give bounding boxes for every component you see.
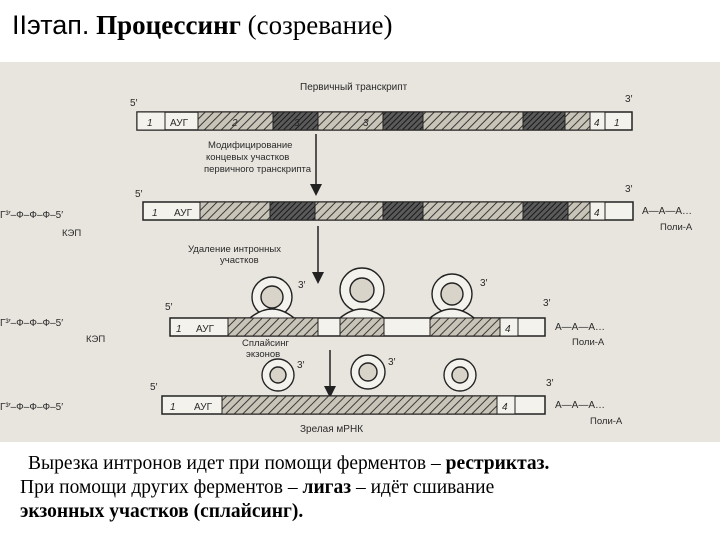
- r3-exon1: 1: [176, 324, 182, 335]
- step3-line2: экзонов: [246, 349, 280, 360]
- r1-exon3a: 3: [294, 118, 300, 129]
- step2-line1: Удаление интронных: [188, 244, 281, 255]
- row3-polya-chain: А—А—А…: [555, 322, 605, 333]
- stage-word: этап.: [27, 10, 90, 40]
- row4-polya-chain: А—А—А…: [555, 400, 605, 411]
- caption-l2-tail: – идёт сшивание: [351, 477, 495, 498]
- primary-transcript-label: Первичный транскрипт: [300, 82, 408, 93]
- row2-cap-label: КЭП: [62, 228, 81, 239]
- r1-exon4: 4: [594, 118, 600, 129]
- r1-exon2: 2: [231, 118, 238, 129]
- r4-exon1: 1: [170, 402, 176, 413]
- row3-5prime: 5′: [165, 302, 173, 313]
- caption-line1: Вырезка интронов идет при помощи фермент…: [20, 452, 710, 476]
- caption-line2: При помощи других ферментов – лигаз – ид…: [20, 476, 710, 500]
- caption: Вырезка интронов идет при помощи фермент…: [20, 452, 710, 524]
- r3-aug: АУГ: [196, 324, 215, 335]
- r4-3prime-b: 3′: [388, 357, 396, 368]
- row2-polya-label: Поли-А: [660, 222, 693, 233]
- row2-cap-chain: Г³′–Ф–Ф–Ф–5′: [0, 210, 63, 221]
- caption-l1-text: Вырезка интронов идет при помощи фермент…: [28, 453, 446, 474]
- r1-aug: АУГ: [170, 118, 189, 129]
- row2-5prime: 5′: [135, 189, 143, 200]
- row2-polya-chain: А—А—А…: [642, 206, 692, 217]
- modified-transcript-bar: [142, 201, 634, 221]
- r3-exon4: 4: [505, 324, 511, 335]
- caption-restrictase: рестриктаз.: [445, 453, 550, 474]
- caption-splicing: экзонных участков (сплайсинг).: [20, 501, 304, 522]
- row1-5prime: 5′: [130, 98, 138, 109]
- r2-exon1: 1: [152, 208, 158, 219]
- row4-5prime: 5′: [150, 382, 158, 393]
- processing-diagram: Первичный транскрипт 5′ 3′ 1 АУГ 2 3 3 4…: [0, 62, 720, 442]
- caption-ligase: лигаз: [302, 477, 352, 498]
- row3-3prime-a: 3′: [298, 280, 306, 291]
- r1-exon1: 1: [147, 118, 153, 129]
- row3-3prime-c: 3′: [543, 298, 551, 309]
- r1-exon3b: 3: [363, 118, 369, 129]
- r4-aug: АУГ: [194, 402, 213, 413]
- excised-introns: [261, 354, 477, 392]
- title-main: Процессинг: [96, 10, 241, 40]
- primary-transcript-bar: [136, 111, 633, 131]
- title-paren: (созревание): [247, 10, 393, 40]
- slide-title: IIэтап. Процессинг (созревание): [12, 10, 393, 41]
- stage-number: II: [12, 10, 28, 40]
- step3-line1: Сплайсинг: [242, 338, 289, 349]
- r4-exon4: 4: [502, 402, 508, 413]
- row3-cap-label: КЭП: [86, 334, 105, 345]
- row2-3prime: 3′: [625, 184, 633, 195]
- mature-mrna-bar: [161, 395, 546, 415]
- intron-loops: [251, 267, 473, 318]
- r2-exon4: 4: [594, 208, 600, 219]
- row1-3prime: 3′: [625, 94, 633, 105]
- step1-line3: первичного транскрипта: [204, 164, 312, 175]
- r4-3prime-a: 3′: [297, 360, 305, 371]
- row4-cap-chain: Г³′–Ф–Ф–Ф–5′: [0, 402, 63, 413]
- mature-mrna-label: Зрелая мРНК: [300, 424, 363, 435]
- row3-cap-chain: Г³′–Ф–Ф–Ф–5′: [0, 318, 63, 329]
- caption-l2-text: При помощи других ферментов –: [20, 477, 303, 498]
- step1-line1: Модифицирование: [208, 140, 292, 151]
- row3-3prime-b: 3′: [480, 278, 488, 289]
- step1-line2: концевых участков: [206, 152, 289, 163]
- spliced-transcript-bar: [169, 308, 546, 337]
- r4-3prime-c: 3′: [546, 378, 554, 389]
- r2-aug: АУГ: [174, 208, 193, 219]
- caption-line3: экзонных участков (сплайсинг).: [20, 500, 710, 524]
- r1-exon1-end: 1: [614, 118, 620, 129]
- step2-line2: участков: [220, 255, 259, 266]
- row4-polya-label: Поли-А: [590, 416, 623, 427]
- row3-polya-label: Поли-А: [572, 337, 605, 348]
